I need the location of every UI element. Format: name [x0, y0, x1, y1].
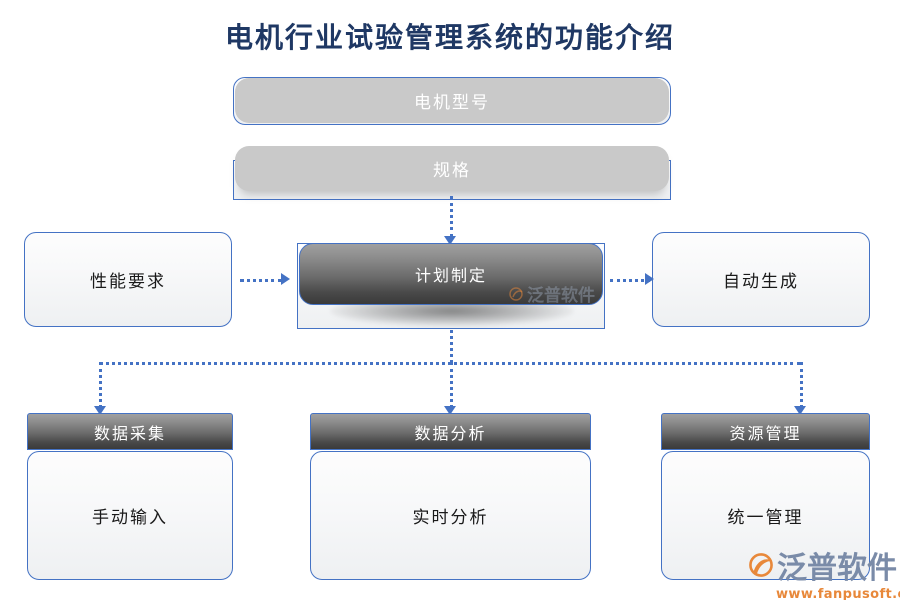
watermark-url: www.fanpusoft.com: [776, 587, 900, 600]
spec-box[interactable]: 规格: [235, 146, 669, 191]
performance-label: 性能要求: [90, 272, 166, 292]
motor-model-box[interactable]: 电机型号: [235, 78, 669, 123]
resource-management-header[interactable]: 资源管理: [661, 413, 870, 450]
resource-management-header-label: 资源管理: [729, 423, 802, 443]
data-collection-header-label: 数据采集: [93, 423, 166, 443]
page-title: 电机行业试验管理系统的功能介绍: [224, 21, 675, 54]
motor-model-label: 电机型号: [414, 93, 490, 113]
data-collection-body[interactable]: [27, 451, 233, 580]
data-analysis-body-label: 实时分析: [412, 508, 489, 528]
connector-to-data-analysis: [450, 362, 453, 408]
data-collection-body-label: 手动输入: [92, 508, 168, 528]
auto-generate-label: 自动生成: [723, 272, 799, 292]
auto-generate-box[interactable]: [652, 232, 870, 327]
data-analysis-header[interactable]: 数据分析: [310, 413, 591, 450]
connector-to-data-collection-arrowhead: [94, 406, 106, 415]
auto-generate-label-wrap: 自动生成: [652, 232, 870, 327]
connector-to-resource-management: [800, 362, 803, 408]
plan-label: 计划制定: [414, 266, 487, 285]
performance-label-wrap: 性能要求: [24, 232, 232, 327]
data-analysis-body-label-wrap: 实时分析: [310, 451, 591, 580]
data-analysis-header-label: 数据分析: [414, 423, 487, 443]
performance-box[interactable]: [24, 232, 232, 327]
plan-box[interactable]: 计划制定: [299, 243, 603, 305]
spec-label: 规格: [433, 161, 471, 181]
data-analysis-body[interactable]: [310, 451, 591, 580]
connector-spec-to-plan: [450, 196, 453, 238]
connector-plan-to-auto-generate-arrowhead: [645, 273, 654, 285]
connector-plan-trunk: [450, 330, 453, 363]
connector-to-resource-management-arrowhead: [794, 406, 806, 415]
connector-performance-to-plan: [240, 279, 282, 282]
connector-plan-to-auto-generate: [610, 279, 650, 282]
connector-to-data-analysis-arrowhead: [444, 406, 456, 415]
connector-spec-to-plan-arrowhead: [444, 236, 456, 245]
resource-management-body-label-wrap: 统一管理: [661, 451, 870, 580]
resource-management-body-label: 统一管理: [727, 508, 804, 528]
data-collection-body-label-wrap: 手动输入: [27, 451, 233, 580]
data-collection-header[interactable]: 数据采集: [27, 413, 233, 450]
connector-performance-to-plan-arrowhead: [281, 273, 290, 285]
connector-to-data-collection: [99, 362, 102, 408]
